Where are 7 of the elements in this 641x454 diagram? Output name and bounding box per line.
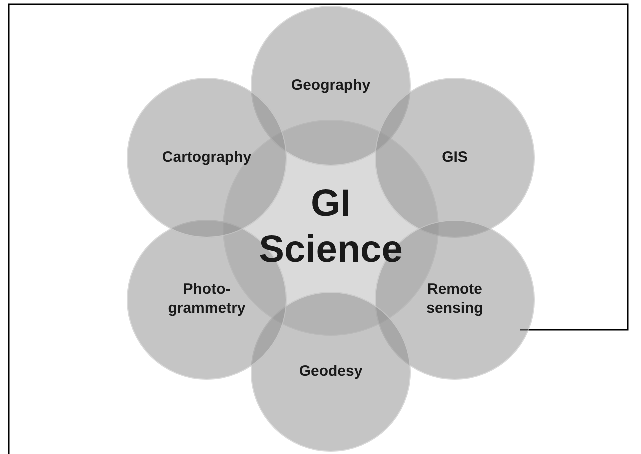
circle-label: Geography xyxy=(291,76,371,96)
center-title: GI Science xyxy=(258,182,404,273)
circle-label: GIS xyxy=(442,148,468,168)
circle-label: Cartography xyxy=(162,148,252,168)
circle-label: Geodesy xyxy=(299,362,363,382)
circle-label: Photo- grammetry xyxy=(167,281,247,319)
circle-label: Remote sensing xyxy=(426,281,484,319)
